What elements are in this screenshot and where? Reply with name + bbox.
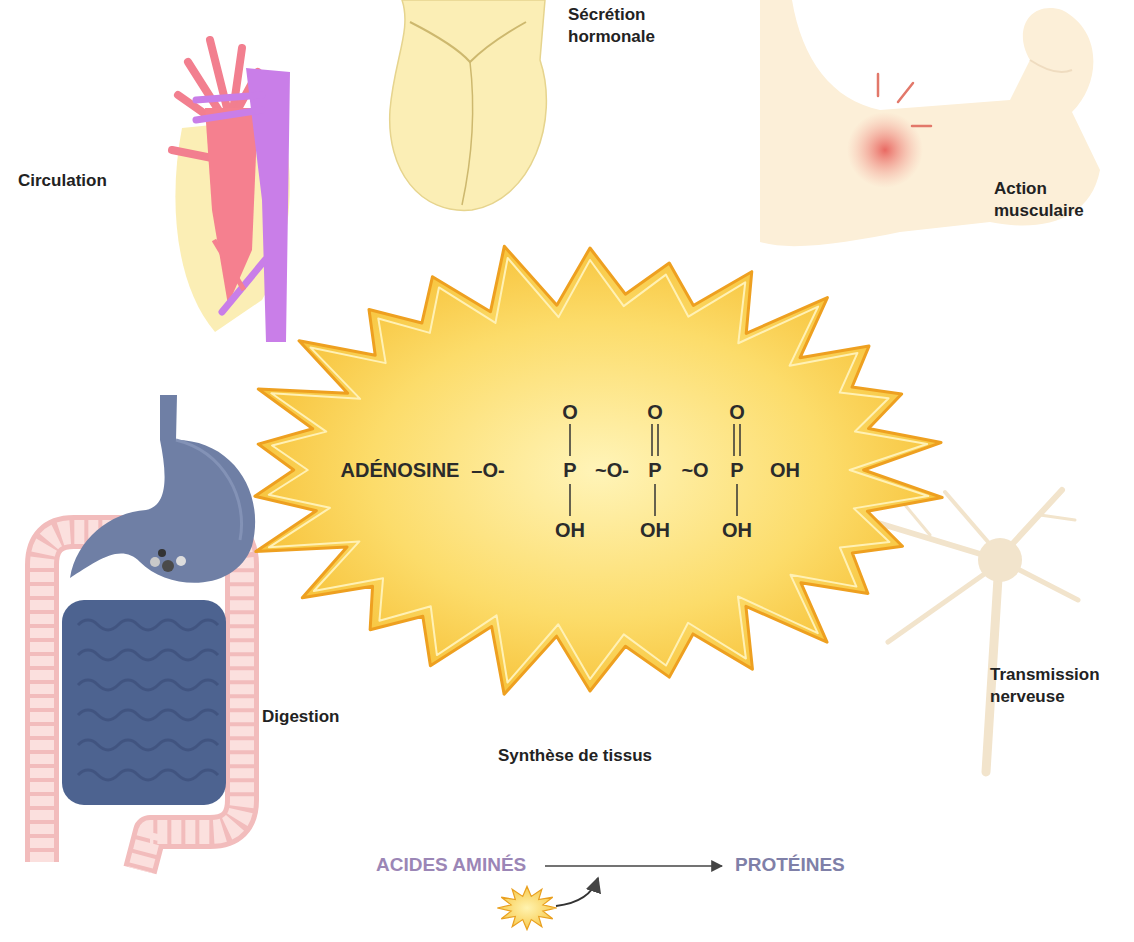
- function-label: Action musculaire: [994, 178, 1114, 222]
- molecule-label: ACIDES AMINÉS: [376, 853, 526, 878]
- function-label: Sécrétion hormonale: [568, 4, 688, 48]
- formula-part: O: [729, 402, 745, 422]
- function-label: Synthèse de tissus: [498, 745, 652, 767]
- formula-part: –O-: [471, 460, 504, 480]
- gland-figure: [390, 0, 547, 210]
- curved-arrow: [556, 878, 598, 906]
- formula-part: OH: [770, 460, 800, 480]
- function-label: Digestion: [262, 706, 339, 728]
- function-label: Circulation: [18, 170, 107, 192]
- formula-part: OH: [640, 520, 670, 540]
- digestive-figure: [42, 395, 255, 870]
- reaction-arrow: [545, 865, 722, 867]
- formula-part: O: [562, 402, 578, 422]
- function-label: Transmission nerveuse: [990, 664, 1128, 708]
- formula-part: P: [563, 460, 576, 480]
- formula-part: OH: [555, 520, 585, 540]
- atp-mini-burst: [497, 886, 556, 929]
- formula-part: P: [730, 460, 743, 480]
- formula-part: ~O: [681, 460, 708, 480]
- neuron-figure: [875, 490, 1078, 772]
- heart-figure: [172, 40, 290, 342]
- molecule-label: PROTÉINES: [735, 853, 845, 878]
- energy-burst: ADÉNOSINE –O- P ~O- P ~O P OH O O O OH OH OH: [240, 245, 940, 695]
- molecule-name: ADÉNOSINE: [341, 460, 460, 480]
- formula-part: P: [648, 460, 661, 480]
- formula-part: O: [647, 402, 663, 422]
- formula-part: ~O-: [595, 460, 629, 480]
- formula-part: OH: [722, 520, 752, 540]
